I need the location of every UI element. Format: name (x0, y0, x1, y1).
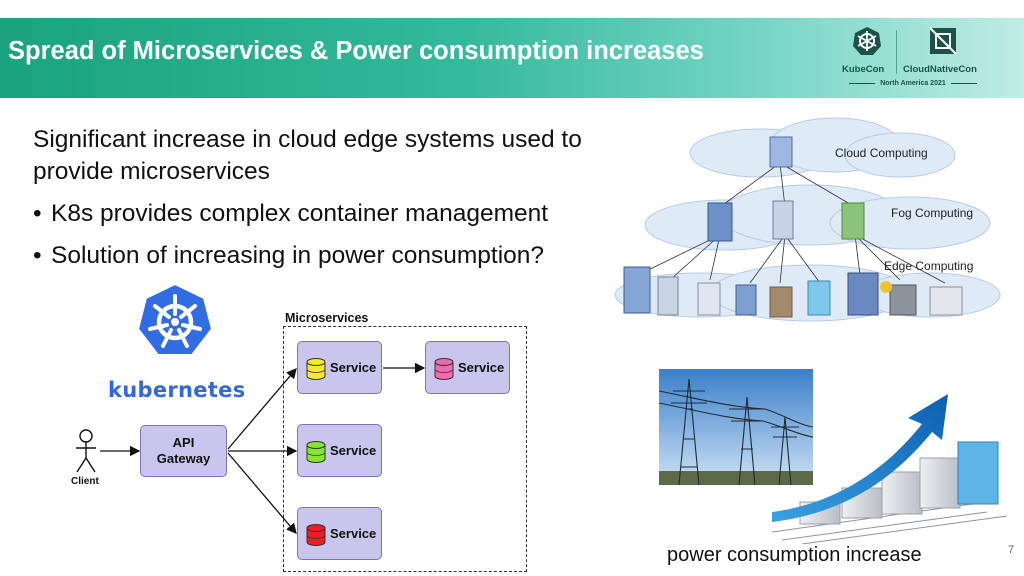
growth-arrow-icon (772, 394, 948, 522)
page-number: 7 (1008, 544, 1015, 556)
microservices-title: Microservices (285, 311, 369, 325)
database-icon (306, 441, 326, 463)
service-box: Service (425, 341, 510, 394)
gateway-line2: Gateway (156, 451, 211, 466)
kubecon-logo: KubeCon CloudNativeCon North America 202… (838, 24, 988, 94)
logo-subtitle: North America 2021 (838, 80, 988, 87)
cncf-icon (929, 27, 957, 55)
bullet-text: K8s provides complex container managemen… (51, 200, 549, 227)
bullet-item: •K8s provides complex container manageme… (33, 200, 549, 227)
intro-text: Significant increase in cloud edge syste… (33, 126, 582, 185)
client-label: Client (71, 476, 99, 487)
service-label: Service (330, 526, 377, 541)
cloud-computing-label: Cloud Computing (835, 146, 928, 160)
client-person-icon (76, 429, 96, 473)
bullet-text: Solution of increasing in power consumpt… (51, 242, 545, 269)
power-growth-illustration (772, 394, 1008, 544)
database-icon (306, 524, 326, 546)
growth-bars (799, 441, 999, 525)
logo-right-label: CloudNativeCon (903, 64, 977, 75)
power-caption: power consumption increase (667, 544, 922, 566)
kubernetes-icon (136, 282, 214, 356)
service-label: Service (330, 443, 377, 458)
power-towers-photo (659, 369, 813, 485)
database-icon (434, 358, 454, 380)
building-icons (623, 136, 963, 318)
logo-divider (896, 30, 897, 74)
fog-computing-label: Fog Computing (891, 206, 974, 220)
service-label: Service (458, 360, 505, 375)
slide-header: Spread of Microservices & Power consumpt… (0, 18, 1024, 98)
cloud-fog-edge-illustration (614, 117, 1001, 322)
kubernetes-helm-icon (853, 27, 881, 55)
database-icon (306, 358, 326, 380)
service-box: Service (297, 341, 382, 394)
kubernetes-wordmark: kubernetes (108, 378, 246, 402)
logo-left-label: KubeCon (842, 64, 885, 75)
microservices-group (283, 326, 527, 572)
edge-computing-label: Edge Computing (884, 259, 974, 273)
service-label: Service (330, 360, 377, 375)
slide-title: Spread of Microservices & Power consumpt… (8, 37, 704, 65)
service-box: Service (297, 507, 382, 560)
service-box: Service (297, 424, 382, 477)
bullet-item: •Solution of increasing in power consump… (33, 242, 545, 269)
gateway-line1: API (172, 435, 195, 450)
